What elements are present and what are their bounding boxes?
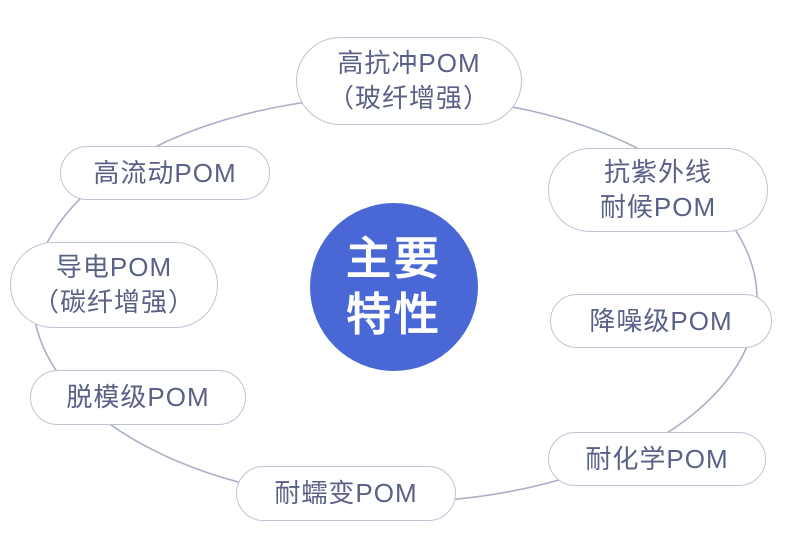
bubble-label-line: 脱模级POM [66, 382, 210, 412]
bubble-noise-reduction-pom: 降噪级POM [550, 294, 772, 348]
bubble-conductive-pom: 导电POM （碳纤增强） [10, 242, 218, 328]
bubble-label-line: 导电POM [55, 252, 173, 282]
bubble-chemical-resistant-pom: 耐化学POM [548, 432, 766, 486]
bubble-label-line: 高抗冲POM [337, 48, 481, 78]
bubble-label-line: 耐化学POM [585, 443, 729, 474]
bubble-uv-weather-resist-pom: 抗紫外线 耐候POM [548, 148, 768, 232]
bubble-label-line: （玻纤增强） [327, 83, 490, 113]
center-title-circle: 主要 特性 [310, 203, 478, 371]
bubble-label-line: 抗紫外线 [603, 157, 712, 187]
center-title-line: 主要 [345, 233, 442, 284]
bubble-mold-release-pom: 脱模级POM [30, 370, 246, 425]
bubble-label-line: 耐候POM [599, 192, 717, 222]
bubble-label-line: 耐蠕变POM [274, 478, 418, 508]
bubble-creep-resistant-pom: 耐蠕变POM [236, 466, 456, 521]
bubble-label-line: 降噪级POM [589, 305, 733, 336]
bubble-label-line: 高流动POM [93, 157, 237, 188]
center-title-line: 特性 [345, 289, 442, 340]
bubble-high-impact-pom: 高抗冲POM （玻纤增强） [296, 37, 522, 125]
bubble-label-line: （碳纤增强） [32, 287, 195, 317]
bubble-high-flow-pom: 高流动POM [60, 146, 270, 200]
